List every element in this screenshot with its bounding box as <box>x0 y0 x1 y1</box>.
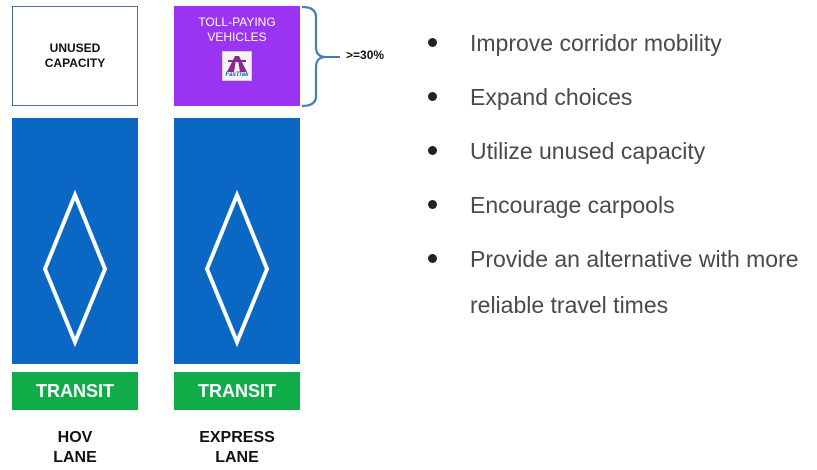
bullet-icon <box>428 254 437 263</box>
bullet-icon <box>428 38 437 47</box>
list-item: Utilize unused capacity <box>426 128 817 174</box>
hov-lane-label: HOV LANE <box>53 429 97 466</box>
bullet-icon <box>428 200 437 209</box>
bullet-icon <box>428 146 437 155</box>
bullet-icon <box>428 92 437 101</box>
fastrak-logo-text: FasTrak <box>225 72 249 78</box>
hov-transit-label: TRANSIT <box>12 372 138 410</box>
threshold-label: >=30% <box>346 48 385 62</box>
fastrak-road-icon <box>227 56 247 72</box>
express-transit-label: TRANSIT <box>174 372 300 410</box>
express-lane <box>174 118 300 364</box>
unused-capacity-label: UNUSED CAPACITY <box>44 41 106 70</box>
list-item: Encourage carpools <box>426 182 817 228</box>
list-item: Improve corridor mobility <box>426 20 817 66</box>
list-item: Expand choices <box>426 74 817 120</box>
diamond-icon <box>204 189 270 348</box>
hov-lane <box>12 118 138 364</box>
express-lane-label: EXPRESS LANE <box>199 429 275 466</box>
list-item: Provide an alternative with more reliabl… <box>426 236 817 328</box>
diamond-icon <box>42 189 108 348</box>
fastrak-logo: FasTrak <box>222 51 252 81</box>
unused-capacity-box: UNUSED CAPACITY <box>12 6 138 106</box>
toll-paying-vehicles-label: TOLL-PAYING VEHICLES <box>198 15 276 44</box>
toll-paying-vehicles-box: TOLL-PAYING VEHICLES FasTrak <box>174 6 300 106</box>
benefits-list: Improve corridor mobility Expand choices… <box>426 20 817 336</box>
brace-icon <box>301 5 340 108</box>
